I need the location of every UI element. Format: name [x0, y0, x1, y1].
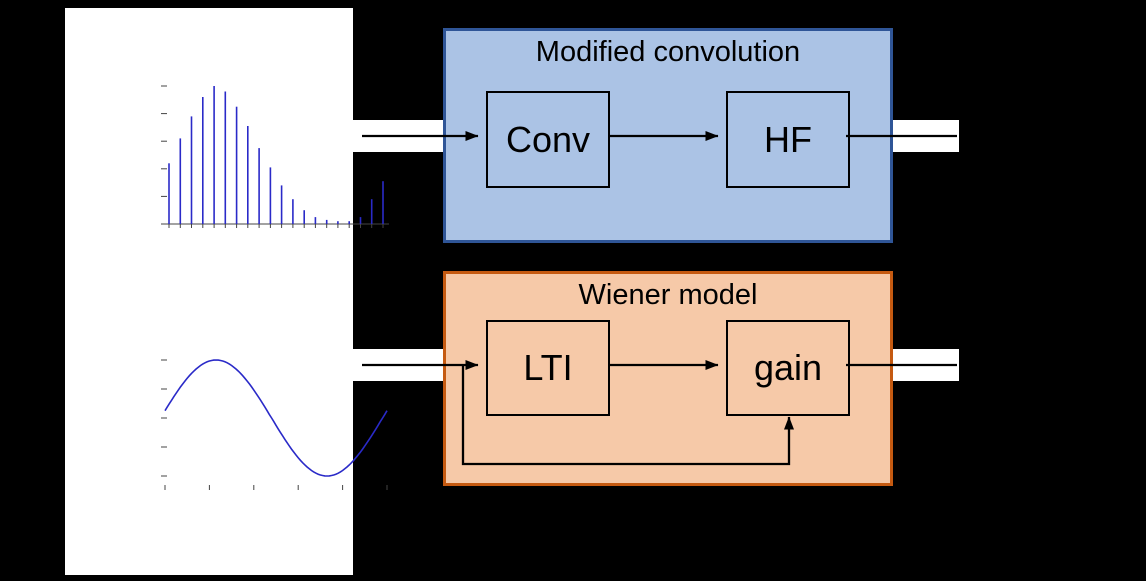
modified-convolution-block: Modified convolution Conv HF	[443, 28, 893, 243]
lti-box-label: LTI	[523, 347, 573, 388]
gain-box: gain	[726, 320, 850, 416]
sine-wave-plot	[161, 359, 388, 490]
conv-box-label: Conv	[505, 118, 591, 160]
plots-panel	[65, 8, 389, 575]
lti-box: LTI	[486, 320, 610, 416]
wiener-model-block: Wiener model LTI gain	[443, 271, 893, 486]
connector-band-bottom-right	[893, 349, 959, 381]
gain-box-label: gain	[753, 347, 823, 388]
hf-box-label: HF	[764, 118, 812, 160]
conv-box: Conv	[486, 91, 610, 188]
connector-band-top-left	[352, 120, 444, 152]
bottom-block-title: Wiener model	[578, 279, 758, 311]
hf-box: HF	[726, 91, 850, 188]
connector-band-top-right	[893, 120, 959, 152]
top-block-title: Modified convolution	[535, 36, 801, 68]
connector-band-bottom-left	[352, 349, 444, 381]
stem-plot	[161, 85, 389, 228]
